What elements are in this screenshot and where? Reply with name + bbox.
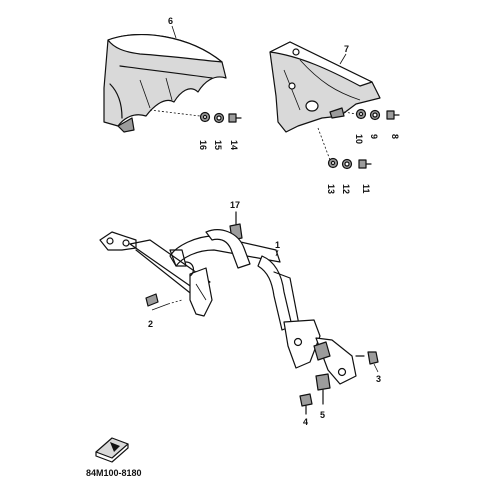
- callout-3: 3: [376, 374, 381, 384]
- callout-13: 13: [326, 184, 336, 194]
- diagram-reference-code: 84M100-8180: [86, 468, 142, 478]
- part-1-frame-stay: [99, 229, 357, 385]
- part-3-bolt: [355, 351, 379, 365]
- callout-15: 15: [213, 140, 223, 150]
- callout-10: 10: [354, 134, 364, 144]
- part-2-collar: [151, 299, 183, 311]
- callout-17: 17: [230, 200, 240, 210]
- callout-16: 16: [198, 140, 208, 150]
- callout-1: 1: [275, 240, 280, 250]
- callout-12: 12: [341, 184, 351, 194]
- part-5-damper: [315, 373, 331, 405]
- fastener-group-14-15-16: [149, 109, 242, 124]
- callout-7: 7: [344, 44, 349, 54]
- callout-6: 6: [168, 16, 173, 26]
- callout-2: 2: [148, 319, 153, 329]
- part-7-right-cover: [269, 41, 381, 133]
- part-11-screw: [358, 159, 367, 169]
- orientation-icon: [95, 437, 129, 463]
- callout-5: 5: [320, 410, 325, 420]
- callout-labels: 6 7 16 15 14 10 9 8 13 12 11 17 1 2 3 5 …: [148, 16, 400, 427]
- callout-4: 4: [303, 417, 308, 427]
- callout-8: 8: [390, 134, 400, 139]
- fastener-group-8-9-10: [343, 108, 400, 121]
- part-14-screw: [228, 113, 237, 123]
- callout-14: 14: [229, 140, 239, 150]
- part-6-left-cover: [103, 33, 227, 133]
- part-8-screw: [386, 110, 395, 120]
- fastener-group-11-12-13: [317, 127, 372, 170]
- part-4-nut: [299, 393, 313, 415]
- callout-11: 11: [361, 184, 371, 194]
- callout-9: 9: [369, 134, 379, 139]
